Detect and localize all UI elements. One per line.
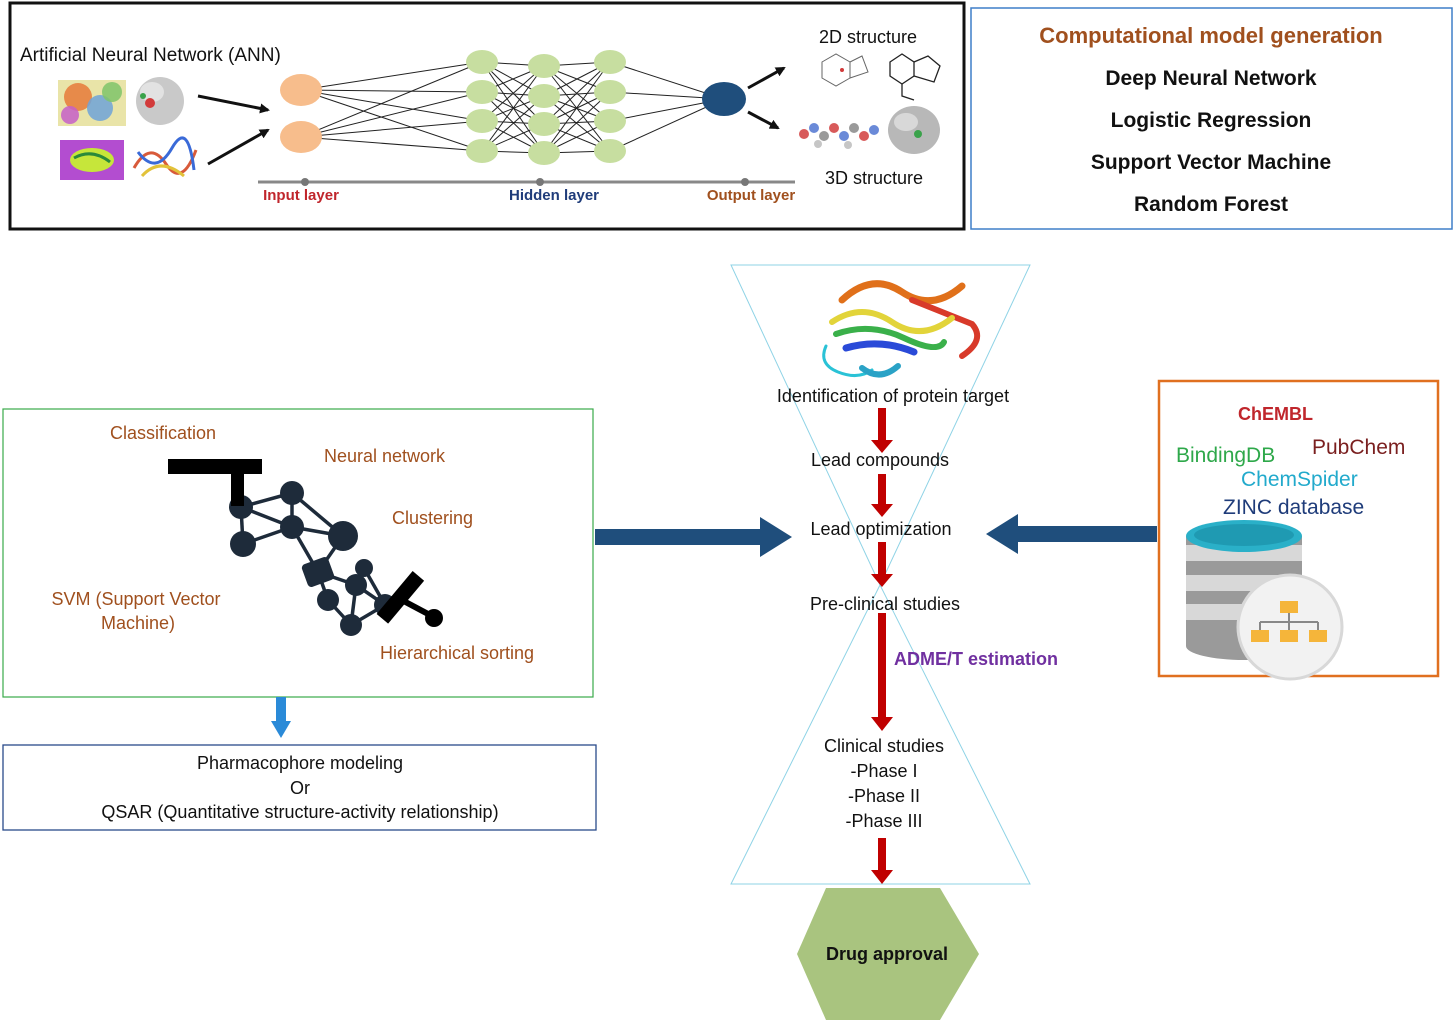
ml-network-nodes bbox=[229, 481, 396, 636]
input-arrow-top bbox=[197, 94, 270, 114]
output-node bbox=[702, 82, 746, 116]
ann-edge bbox=[481, 65, 545, 152]
zinc-database-label: ZINC database bbox=[1223, 496, 1365, 519]
ann-edge bbox=[481, 65, 545, 122]
input-layer-label: Input layer bbox=[263, 187, 339, 204]
hierarchical-t-shape bbox=[376, 571, 443, 627]
axis-dot bbox=[301, 178, 309, 186]
svm-label-line1: SVM (Support Vector bbox=[51, 589, 221, 609]
ml-panel bbox=[2, 408, 594, 698]
model-item: Random Forest bbox=[1133, 193, 1289, 216]
ligand-image-1 bbox=[58, 80, 126, 126]
preclinical-label: Pre-clinical studies bbox=[809, 594, 961, 614]
hidden-node bbox=[466, 80, 498, 104]
structure-2d-image-1 bbox=[821, 53, 869, 87]
database-icon bbox=[1186, 520, 1344, 681]
flow-arrows bbox=[871, 408, 893, 884]
classification-label: Classification bbox=[110, 423, 217, 443]
hidden-node bbox=[528, 84, 560, 108]
axis-dot bbox=[741, 178, 749, 186]
adme-estimation-label: ADME/T estimation bbox=[894, 649, 1059, 669]
funnel-outline bbox=[730, 264, 1031, 885]
pubchem-label: PubChem bbox=[1312, 436, 1406, 459]
ann-title: Artificial Neural Network (ANN) bbox=[20, 45, 281, 66]
hidden-node bbox=[466, 109, 498, 133]
phase-1-label: -Phase I bbox=[850, 761, 918, 781]
model-panel-title: Computational model generation bbox=[1039, 23, 1383, 48]
ligand-image-2 bbox=[60, 140, 124, 180]
ann-edge bbox=[300, 61, 483, 138]
drug-approval-label: Drug approval bbox=[825, 944, 949, 964]
ml-network-icon bbox=[239, 491, 387, 627]
input-node bbox=[280, 121, 322, 153]
protein-target-image bbox=[822, 280, 981, 378]
structure-2d-image-2 bbox=[889, 53, 941, 101]
ann-edge bbox=[300, 89, 483, 152]
protein-target-label: Identification of protein target bbox=[776, 386, 1010, 406]
model-item: Support Vector Machine bbox=[1090, 151, 1332, 174]
ann-edge bbox=[300, 61, 483, 91]
structure-2d-label: 2D structure bbox=[818, 27, 918, 47]
ann-edge bbox=[300, 120, 483, 138]
ann-edge bbox=[543, 91, 611, 154]
model-item: Logistic Regression bbox=[1110, 109, 1312, 132]
left-to-center-arrow bbox=[595, 517, 792, 557]
phase-3-label: -Phase III bbox=[845, 811, 923, 831]
ann-edge bbox=[543, 61, 611, 125]
structure-3d-image-2 bbox=[888, 106, 940, 154]
lead-compounds-label: Lead compounds bbox=[810, 450, 950, 470]
bindingdb-label: BindingDB bbox=[1176, 444, 1276, 467]
hidden-node bbox=[594, 139, 626, 163]
svm-label-line2: Machine) bbox=[100, 613, 176, 633]
phase-2-label: -Phase II bbox=[847, 786, 921, 806]
hidden-node bbox=[466, 50, 498, 74]
qsar-line1: Pharmacophore modeling bbox=[196, 753, 404, 773]
input-arrow-bottom bbox=[207, 128, 270, 166]
ann-edge bbox=[543, 61, 611, 154]
chemspider-label: ChemSpider bbox=[1241, 468, 1358, 491]
output-arrow-2d bbox=[747, 66, 786, 90]
model-panel bbox=[970, 7, 1453, 230]
classification-t-shape bbox=[168, 459, 262, 506]
drug-approval-hexagon bbox=[797, 888, 979, 1020]
qsar-panel bbox=[2, 744, 597, 831]
neural-network-label: Neural network bbox=[324, 446, 446, 466]
structure-3d-label: 3D structure bbox=[824, 168, 924, 188]
model-item: Deep Neural Network bbox=[1105, 67, 1317, 90]
structure-3d-image-1 bbox=[799, 123, 879, 149]
protein-ribbon-image bbox=[132, 136, 198, 178]
right-to-center-arrow bbox=[986, 514, 1157, 554]
qsar-line3: QSAR (Quantitative structure-activity re… bbox=[101, 802, 499, 822]
hidden-node bbox=[594, 80, 626, 104]
hidden-node bbox=[528, 141, 560, 165]
output-layer-label: Output layer bbox=[706, 187, 796, 204]
ml-to-qsar-arrow bbox=[271, 697, 291, 738]
ann-edge bbox=[300, 89, 483, 93]
hierarchical-sorting-label: Hierarchical sorting bbox=[380, 643, 535, 663]
ann-edge bbox=[300, 89, 483, 122]
axis-dot bbox=[536, 178, 544, 186]
ann-edge bbox=[609, 98, 725, 152]
hidden-node bbox=[594, 50, 626, 74]
hidden-node bbox=[528, 54, 560, 78]
hidden-layer-label: Hidden layer bbox=[508, 187, 600, 204]
input-node bbox=[280, 74, 322, 106]
clinical-studies-label: Clinical studies bbox=[823, 736, 945, 756]
ann-edge bbox=[543, 95, 611, 152]
hidden-node bbox=[594, 109, 626, 133]
ann-edge bbox=[300, 136, 483, 152]
output-arrow-3d bbox=[747, 110, 780, 130]
hidden-node bbox=[466, 139, 498, 163]
protein-surface-image bbox=[136, 77, 184, 125]
clustering-label: Clustering bbox=[392, 508, 474, 528]
ann-edge bbox=[481, 95, 545, 152]
ann-edge bbox=[300, 91, 483, 138]
hidden-node bbox=[528, 112, 560, 136]
chembl-label: ChEMBL bbox=[1238, 404, 1313, 424]
qsar-line2: Or bbox=[290, 778, 310, 798]
lead-optimization-label: Lead optimization bbox=[810, 519, 952, 539]
